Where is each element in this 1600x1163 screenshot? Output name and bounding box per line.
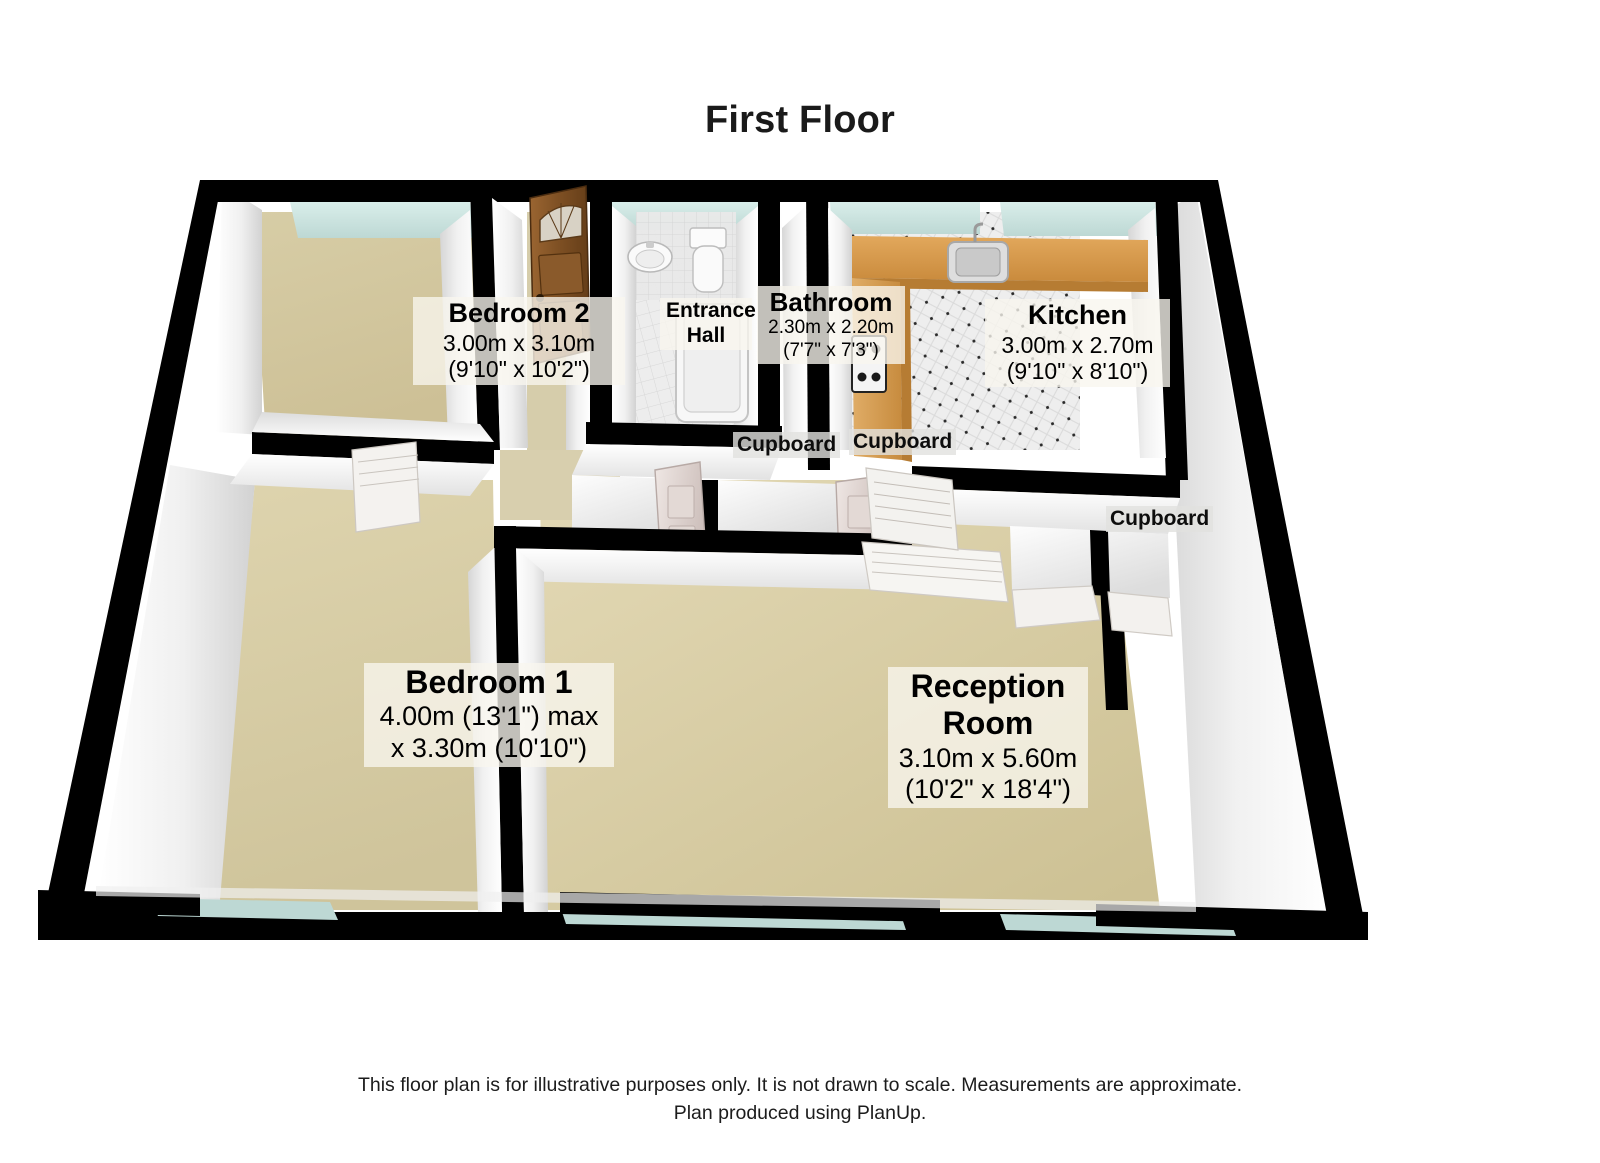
cupboard-label-hall-left: Cupboard <box>733 432 841 459</box>
cupboard-reception-door-right[interactable] <box>1107 591 1173 637</box>
room-dim-metric-bedroom-2: 3.00m x 3.10m <box>442 329 596 356</box>
room-dim-imperial-bathroom: (7'7" x 7'3") <box>783 339 879 361</box>
page-title: First Floor <box>704 99 896 141</box>
wall-kitchen-bottom-cap <box>912 466 1180 498</box>
room-label-bedroom-1: Bedroom 1 4.00m (13'1") max x 3.30m (10'… <box>364 663 614 767</box>
hob-burner-3 <box>857 372 867 382</box>
room-dim-metric-reception-room: 3.10m x 5.60m <box>898 742 1078 773</box>
window-kitchen-right <box>1000 202 1160 236</box>
front-door-fanlight-spokes <box>547 203 575 239</box>
floor-bedroom-1 <box>216 480 500 910</box>
room-label-bedroom-2: Bedroom 2 3.00m x 3.10m (9'10" x 10'2") <box>413 297 625 386</box>
room-name-reception-room-line2: Room <box>942 705 1034 742</box>
toilet-pan-icon <box>692 245 724 293</box>
bottom-inner-skirting <box>96 886 1196 912</box>
window-kitchen-left <box>830 202 980 234</box>
room-name-entrance-hall-line2: Hall <box>686 323 726 347</box>
wall-bathroom-bottom-face <box>572 444 782 480</box>
outer-wall-right <box>1196 180 1368 940</box>
room-dim-metric-bathroom: 2.30m x 2.20m <box>768 317 894 339</box>
room-dim-imperial-kitchen: (9'10" x 8'10") <box>1006 358 1149 385</box>
hob-burner-4 <box>871 372 881 382</box>
room-label-reception-room: Reception Room 3.10m x 5.60m (10'2" x 18… <box>888 667 1088 809</box>
kitchen-tap-icon <box>973 222 984 242</box>
room-dim-metric-bedroom-1: 4.00m (13'1") max <box>379 701 599 732</box>
reception-door-leaf-slats <box>871 551 1003 583</box>
room-name-bathroom: Bathroom <box>769 287 893 317</box>
front-door-panel-1 <box>538 252 584 296</box>
cupboard-reception-divider <box>1090 530 1110 596</box>
room-name-entrance-hall-line1: Entrance <box>666 299 756 322</box>
kitchen-worktop-back-edge <box>852 278 1148 292</box>
window-bedroom-2 <box>290 202 478 238</box>
disclaimer-line-1: This floor plan is for illustrative purp… <box>357 1074 1243 1096</box>
room-dim-metric-kitchen: 3.00m x 2.70m <box>1001 331 1154 358</box>
room-name-kitchen: Kitchen <box>1027 300 1127 330</box>
bedroom1-door-leaf[interactable] <box>351 441 421 533</box>
wall-face-right <box>1160 192 1330 932</box>
wall-face-left-lower <box>96 465 255 912</box>
room-label-kitchen: Kitchen 3.00m x 2.70m (9'10" x 8'10") <box>985 299 1170 388</box>
room-name-reception-room-line1: Reception <box>910 668 1066 704</box>
room-dim-imperial-bedroom-2: (9'10" x 10'2") <box>448 356 590 383</box>
cupboard-label-hall-right: Cupboard <box>849 429 957 456</box>
wall-mid-horizontal-cap <box>494 526 912 556</box>
room-name-bedroom-1: Bedroom 1 <box>405 664 573 700</box>
cupboard-hall-right-box <box>718 480 840 544</box>
wash-basin-bowl <box>635 249 665 269</box>
kitchen-door-slats <box>873 481 953 529</box>
outer-wall-left <box>38 180 222 940</box>
wash-basin-tap-icon <box>646 242 654 248</box>
cupboard-door-left-panel-inset <box>667 485 695 519</box>
room-name-bedroom-2: Bedroom 2 <box>448 298 590 328</box>
room-label-bathroom: Bathroom 2.30m x 2.20m (7'7" x 7'3") <box>757 286 905 364</box>
cupboard-label-reception: Cupboard <box>1106 506 1214 533</box>
toilet-cistern-icon <box>689 227 727 249</box>
bedroom1-door-slats <box>357 454 420 487</box>
kitchen-door-leaf[interactable] <box>865 467 959 551</box>
room-label-entrance-hall: Entrance Hall <box>660 298 756 351</box>
disclaimer: This floor plan is for illustrative purp… <box>0 1072 1600 1127</box>
wall-face-left-upper <box>216 185 262 435</box>
cupboard-reception-door-left[interactable] <box>1011 585 1101 629</box>
room-dim-imperial-bedroom-1: x 3.30m (10'10") <box>390 733 588 764</box>
floorplan-3d-view <box>0 150 1600 980</box>
cupboard-reception-box-top <box>1010 526 1170 598</box>
kitchen-sink-bowl <box>955 247 1001 277</box>
floorplan-svg <box>38 180 1368 940</box>
wall-mid-horizontal-face <box>470 548 912 590</box>
outer-wall-top <box>200 180 1218 202</box>
wall-bedroom2-bottom-face <box>252 412 494 442</box>
disclaimer-line-2: Plan produced using PlanUp. <box>673 1101 927 1124</box>
room-dim-imperial-reception-room: (10'2" x 18'4") <box>904 774 1072 805</box>
